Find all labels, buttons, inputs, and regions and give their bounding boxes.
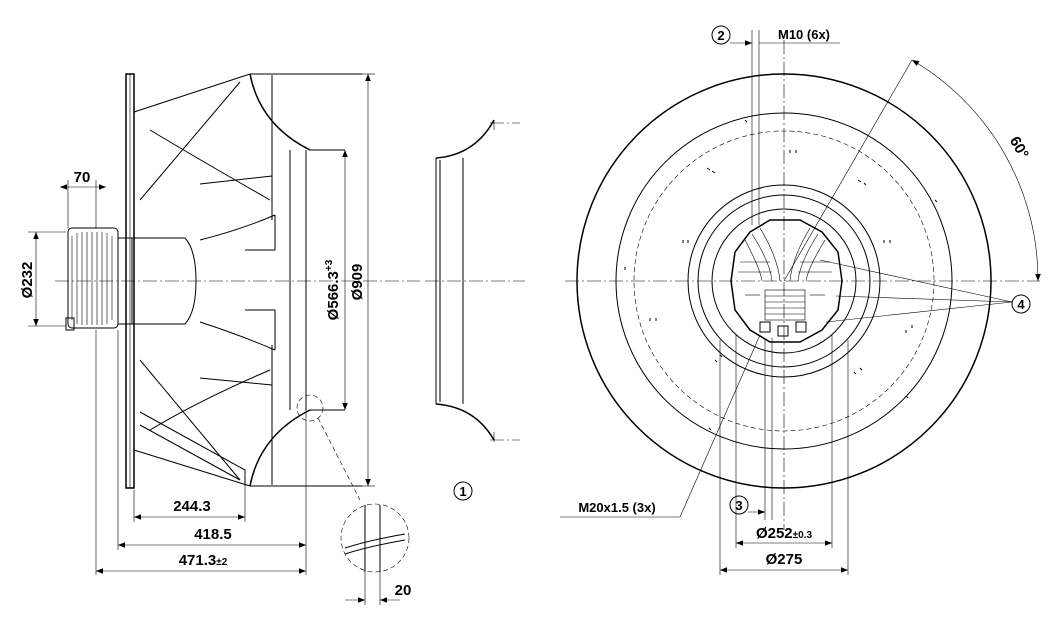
- dimension-909: Ø909: [349, 73, 375, 487]
- dim-275-label: Ø275: [766, 551, 803, 568]
- detail-view: 20: [340, 503, 412, 605]
- callout-4: 4: [819, 259, 1031, 323]
- motor-housing: [65, 227, 197, 331]
- callout-1-label: 1: [459, 484, 466, 499]
- thread-m10-label: M10 (6x): [778, 27, 830, 42]
- callout-3-label: 3: [735, 498, 742, 513]
- dim-232-label: Ø232: [19, 262, 36, 299]
- dim-418-label: 418.5: [194, 526, 232, 543]
- bolt-marks: [624, 119, 938, 431]
- dim-70-label: 70: [74, 169, 91, 186]
- thread-m20-label: M20x1.5 (3x): [578, 500, 655, 515]
- outer-plate-circle: [576, 73, 992, 489]
- callout-1: 1: [453, 481, 473, 501]
- dim-566-label: Ø566.3+3: [324, 259, 342, 320]
- length-dimensions: 244.3 418.5 471.3±2: [95, 330, 307, 575]
- thread-m20: M20x1.5 (3x): [560, 334, 761, 518]
- dim-244-label: 244.3: [173, 498, 211, 515]
- callout-2-label: 2: [717, 28, 724, 43]
- callout-3: 3: [729, 495, 765, 515]
- callout-2: 2 M10 (6x): [711, 25, 840, 225]
- callout-4-label: 4: [1017, 297, 1025, 312]
- dim-471-label: 471.3±2: [179, 552, 228, 569]
- angle-60-label: 60°: [1006, 134, 1032, 162]
- dimension-232: Ø232: [19, 231, 66, 327]
- dimension-70: 70: [60, 169, 106, 228]
- dim-909-label: Ø909: [349, 264, 366, 301]
- dimension-566: Ø566.3+3: [324, 150, 348, 410]
- motor-electronics: [730, 219, 843, 343]
- bottom-diameter-dimensions: Ø252±0.3 Ø275: [719, 335, 849, 575]
- dim-20-label: 20: [395, 582, 412, 599]
- impeller-blades: [133, 73, 276, 487]
- inlet-ring: [425, 119, 525, 442]
- side-view: 70 Ø232 Ø566.3+3 Ø909: [19, 73, 525, 605]
- dim-252-label: Ø252±0.3: [756, 525, 813, 542]
- front-view: 2 M10 (6x) 60° 4 M20x1.5 (3x): [560, 25, 1041, 575]
